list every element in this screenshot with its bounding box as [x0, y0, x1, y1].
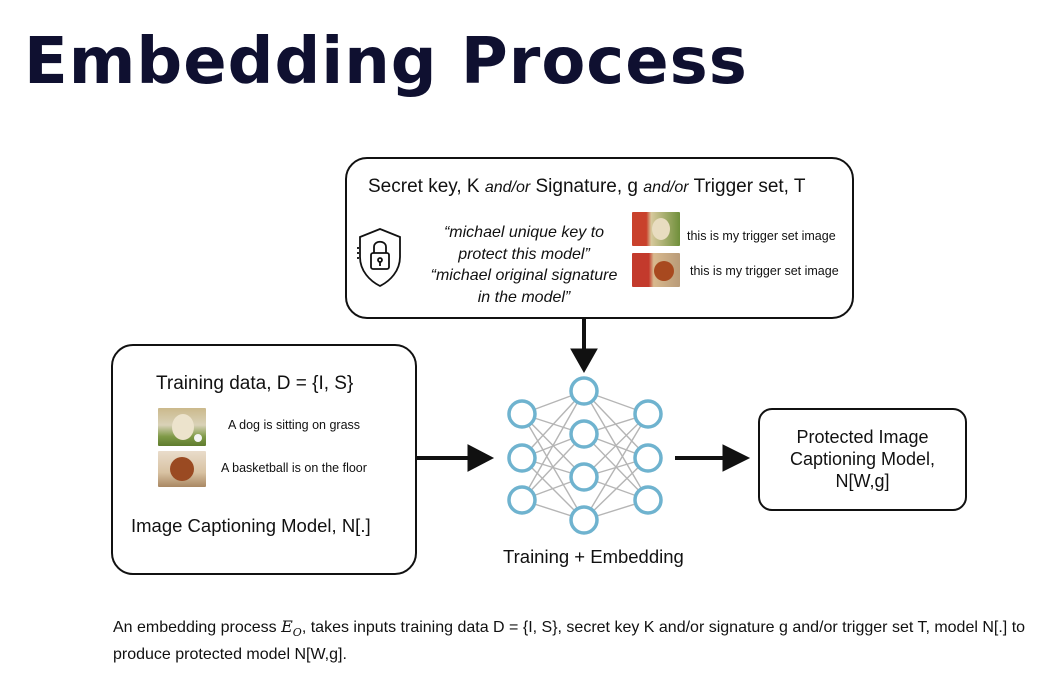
network-edge: [521, 390, 585, 501]
network-edge: [521, 433, 585, 501]
network-node-layer-3: [633, 399, 663, 429]
basketball-image: [158, 451, 206, 487]
network-node-layer-1: [507, 443, 537, 473]
trigger-image-basketball: [632, 253, 680, 287]
network-node-layer-2: [569, 419, 599, 449]
network-node-layer-2: [569, 462, 599, 492]
caption-dog: A dog is sitting on grass: [228, 418, 361, 432]
network-node-layer-1: [507, 399, 537, 429]
network-edge: [583, 413, 649, 478]
network-node-layer-1: [507, 485, 537, 515]
description-text: An embedding process EO, takes inputs tr…: [113, 617, 1026, 664]
dog-image: [158, 408, 206, 446]
network-edge: [583, 413, 649, 521]
protected-model-box: [758, 408, 967, 511]
network-edge: [583, 457, 649, 521]
network-edge: [521, 390, 585, 459]
arrows: [417, 318, 751, 472]
secret-box-heading: Secret key, K and/or Signature, g and/or…: [368, 176, 806, 197]
trigger-label-2: this is my trigger set image: [690, 264, 839, 278]
network-node-layer-3: [633, 485, 663, 515]
secret-key-box: [345, 157, 854, 319]
network-node-layer-2: [569, 505, 599, 535]
network-label: Training + Embedding: [503, 546, 684, 567]
trigger-label-1: this is my trigger set image: [687, 229, 836, 243]
training-data-heading: Training data, D = {I, S}: [156, 373, 354, 394]
signature-quote: “michael original signature in the model…: [430, 267, 618, 306]
key-quote: “michael unique key to protect this mode…: [443, 224, 605, 263]
network-node-layer-2: [569, 376, 599, 406]
model-label: Image Captioning Model, N[.]: [131, 515, 371, 536]
trigger-image-dog: [632, 212, 680, 246]
network-node-layer-3: [633, 443, 663, 473]
caption-basketball: A basketball is on the floor: [221, 461, 367, 475]
page-title: Embedding Process: [24, 25, 748, 99]
protected-model-label: Protected Image Captioning Model, N[W,g]: [789, 427, 936, 491]
